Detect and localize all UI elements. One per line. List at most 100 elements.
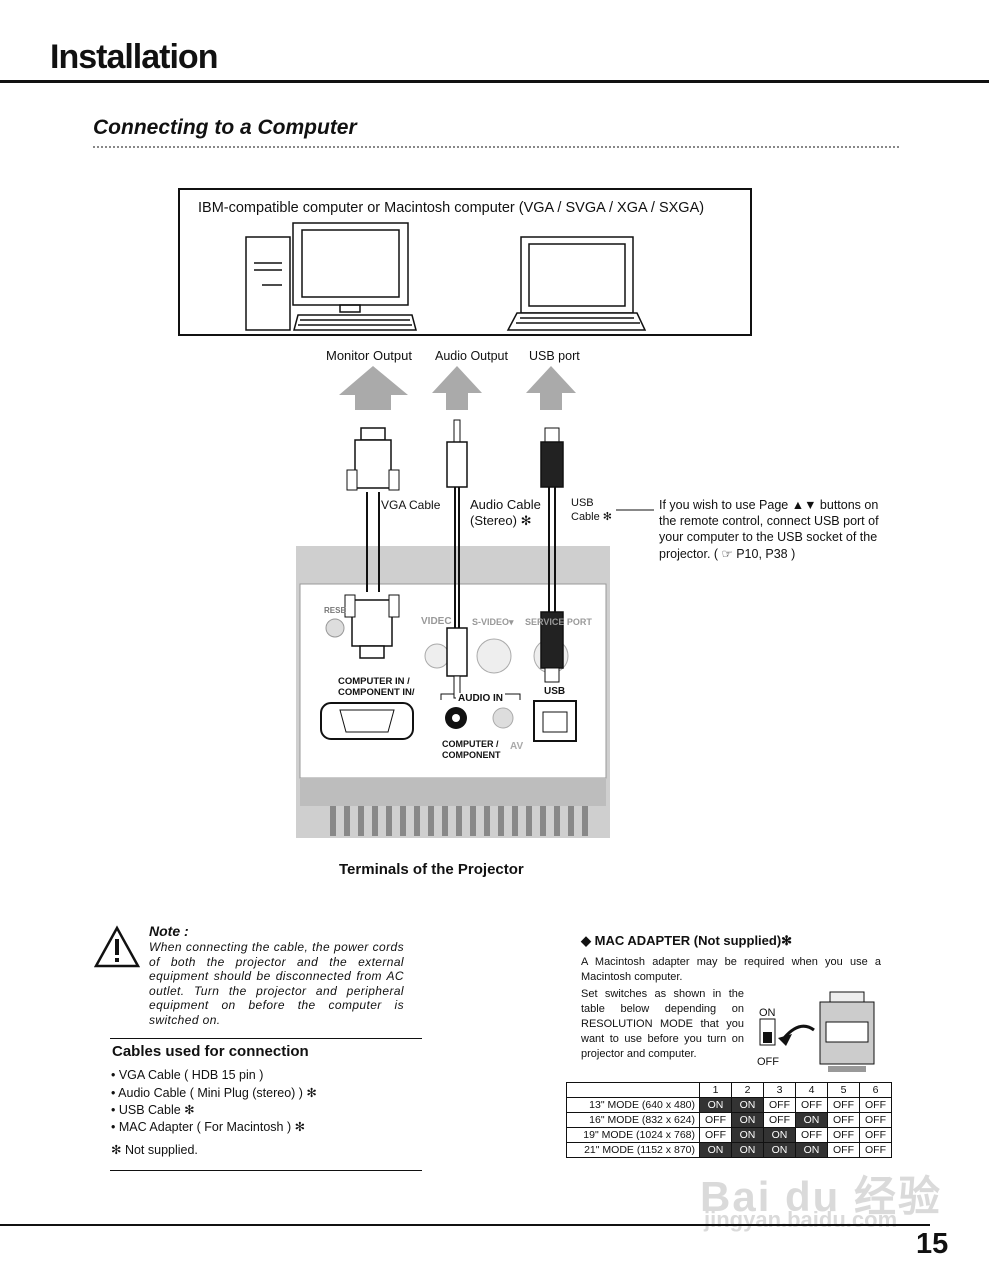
switch-cell: OFF: [763, 1112, 796, 1128]
cable-item: • Audio Cable ( Mini Plug (stereo) ) ✻: [111, 1086, 317, 1100]
switch-cell: OFF: [859, 1112, 892, 1128]
column-header: 6: [859, 1082, 892, 1098]
switch-cell: OFF: [763, 1097, 796, 1113]
switch-cell: ON: [731, 1112, 764, 1128]
mac-adapter-title: ◆ MAC ADAPTER (Not supplied)✻: [581, 933, 793, 948]
title-rule: [0, 80, 989, 83]
section-title: Connecting to a Computer: [93, 116, 357, 139]
desktop-computer-illustration: [245, 222, 417, 331]
switch-cell: ON: [731, 1127, 764, 1143]
monitor-output-label: Monitor Output: [326, 348, 412, 363]
column-header: 4: [795, 1082, 828, 1098]
switch-cell: OFF: [859, 1142, 892, 1158]
table-row: 16" MODE (832 x 624) OFF ON OFF ON OFF O…: [566, 1112, 892, 1128]
audio-cable-label-2: (Stereo) ✻: [470, 513, 532, 528]
usb-cable: [540, 427, 564, 683]
switch-cell: OFF: [859, 1097, 892, 1113]
switch-cell: OFF: [859, 1127, 892, 1143]
computer-component-label-1: COMPUTER /: [442, 739, 499, 749]
switch-cell: ON: [795, 1142, 828, 1158]
page-title: Installation: [50, 38, 218, 76]
usb-cable-label-2: Cable ✻: [571, 511, 613, 523]
cable-item: • USB Cable ✻: [111, 1103, 195, 1117]
table-header-row: 1 2 3 4 5 6: [566, 1082, 892, 1098]
switch-off-label: OFF: [757, 1056, 779, 1068]
section-divider: [93, 146, 899, 148]
mode-cell: 13" MODE (640 x 480): [566, 1097, 700, 1113]
cables-top-rule: [110, 1038, 422, 1039]
usb-output-arrow: [526, 366, 576, 410]
mac-adapter-instructions: Set switches as shown in the table below…: [581, 988, 744, 1060]
table-row: 19" MODE (1024 x 768) OFF ON ON OFF OFF …: [566, 1127, 892, 1143]
usb-note-line-2: the remote control, connect USB port of: [659, 514, 879, 528]
resolution-mode-table: 1 2 3 4 5 6 13" MODE (640 x 480) ON ON O…: [566, 1082, 892, 1158]
reset-label: RESE: [324, 606, 346, 615]
computer-box: [178, 188, 752, 336]
cables-bottom-rule: [110, 1170, 422, 1171]
table-row: 21" MODE (1152 x 870) ON ON ON ON OFF OF…: [566, 1142, 892, 1158]
switch-cell: OFF: [699, 1112, 732, 1128]
switch-cell: ON: [763, 1142, 796, 1158]
usb-socket-label: USB: [544, 686, 566, 697]
computer-component-label-2: COMPONENT: [442, 750, 501, 760]
switch-cell: OFF: [827, 1097, 860, 1113]
switch-cell: ON: [795, 1112, 828, 1128]
switch-cell: ON: [699, 1097, 732, 1113]
laptop-illustration: [506, 236, 647, 331]
warning-icon: [94, 925, 140, 968]
watermark-url: jingyan.baidu.com: [704, 1207, 898, 1232]
audio-in-label: AUDIO IN: [456, 693, 505, 704]
audio-cable: [446, 419, 468, 699]
column-header: 1: [699, 1082, 732, 1098]
usb-note-line-3: your computer to the USB socket of the: [659, 530, 878, 544]
switch-cell: ON: [763, 1127, 796, 1143]
cables-title: Cables used for connection: [112, 1043, 309, 1060]
switch-cell: OFF: [795, 1127, 828, 1143]
audio-output-arrow: [432, 366, 482, 410]
vga-cable: [344, 427, 400, 659]
switch-cell: ON: [731, 1142, 764, 1158]
column-header: 3: [763, 1082, 796, 1098]
mode-cell: 19" MODE (1024 x 768): [566, 1127, 700, 1143]
service-port-label: SERVICE PORT: [525, 617, 592, 627]
usb-note-line-4: projector. ( ☞ P10, P38 ): [659, 547, 796, 561]
watermark-logo: Bai du 经验: [700, 1173, 943, 1220]
output-arrows: [339, 366, 576, 410]
computer-in-label-1: COMPUTER IN /: [338, 676, 410, 687]
vga-cable-label: VGA Cable: [381, 498, 441, 512]
switch-on-label: ON: [759, 1007, 776, 1019]
mode-cell: 21" MODE (1152 x 870): [566, 1142, 700, 1158]
computer-in-label-2: COMPONENT IN/: [338, 687, 415, 698]
switch-cell: ON: [731, 1097, 764, 1113]
switch-cell: OFF: [827, 1127, 860, 1143]
column-header: 2: [731, 1082, 764, 1098]
cable-item: • VGA Cable ( HDB 15 pin ): [111, 1068, 264, 1082]
usb-port-label: USB port: [529, 349, 580, 363]
cables-footnote: ✻ Not supplied.: [111, 1143, 198, 1157]
switch-cell: OFF: [827, 1142, 860, 1158]
diagram-caption: Terminals of the Projector: [339, 861, 524, 878]
note-title: Note :: [149, 923, 189, 939]
usb-note-line-1: If you wish to use Page ▲▼ buttons on: [659, 498, 879, 512]
svideo-label: S-VIDEO▾: [472, 617, 514, 627]
monitor-output-arrow: [339, 366, 408, 410]
connection-diagram: [245, 222, 654, 838]
table-corner-cell: [566, 1082, 700, 1098]
usb-cable-label-1: USB: [571, 497, 594, 509]
video-label: VIDEC: [421, 616, 452, 627]
column-header: 5: [827, 1082, 860, 1098]
computer-caption: IBM-compatible computer or Macintosh com…: [198, 200, 705, 216]
mode-cell: 16" MODE (832 x 624): [566, 1112, 700, 1128]
audio-output-label: Audio Output: [435, 349, 508, 363]
switch-cell: ON: [699, 1142, 732, 1158]
switch-cell: OFF: [827, 1112, 860, 1128]
table-row: 13" MODE (640 x 480) ON ON OFF OFF OFF O…: [566, 1097, 892, 1113]
mac-adapter-description: A Macintosh adapter may be required when…: [581, 956, 881, 983]
note-text: When connecting the cable, the power cor…: [149, 940, 404, 1027]
av-label: AV: [510, 741, 524, 752]
cable-item: • MAC Adapter ( For Macintosh ) ✻: [111, 1120, 306, 1134]
footer-rule: [0, 1224, 930, 1226]
page-number: 15: [916, 1228, 949, 1260]
switch-cell: OFF: [699, 1127, 732, 1143]
audio-cable-label-1: Audio Cable: [470, 497, 541, 512]
